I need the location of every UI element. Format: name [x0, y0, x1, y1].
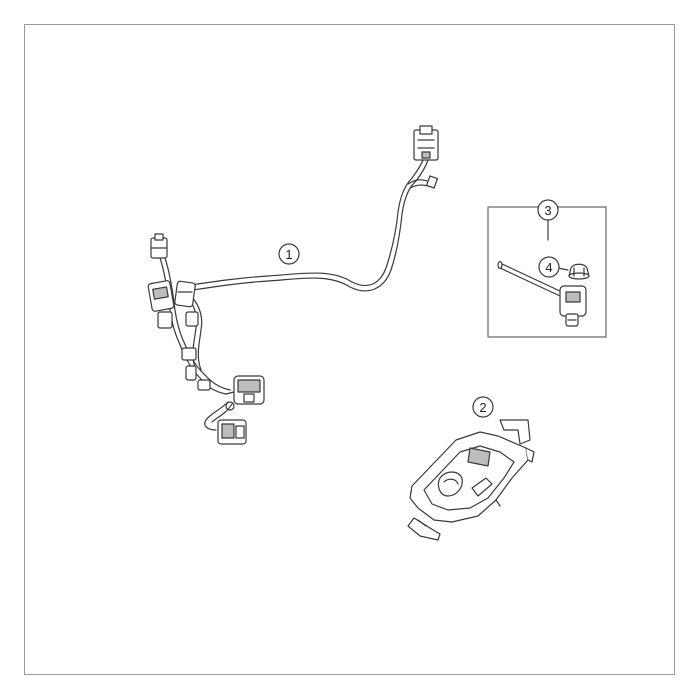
callout-4: 4 — [538, 256, 569, 278]
wiring-harness-icon[interactable] — [147, 125, 439, 445]
callout-2-label: 2 — [479, 400, 486, 415]
callout-4-label: 4 — [545, 260, 552, 275]
callout-3-label: 3 — [544, 203, 551, 218]
diagram-frame — [24, 24, 675, 675]
callout-1: 1 — [278, 243, 300, 265]
mounting-bracket-icon[interactable] — [407, 419, 535, 541]
cap-icon[interactable] — [568, 263, 590, 280]
callout-2: 2 — [472, 396, 494, 418]
callout-1-label: 1 — [285, 247, 292, 262]
callout-3: 3 — [537, 199, 559, 241]
